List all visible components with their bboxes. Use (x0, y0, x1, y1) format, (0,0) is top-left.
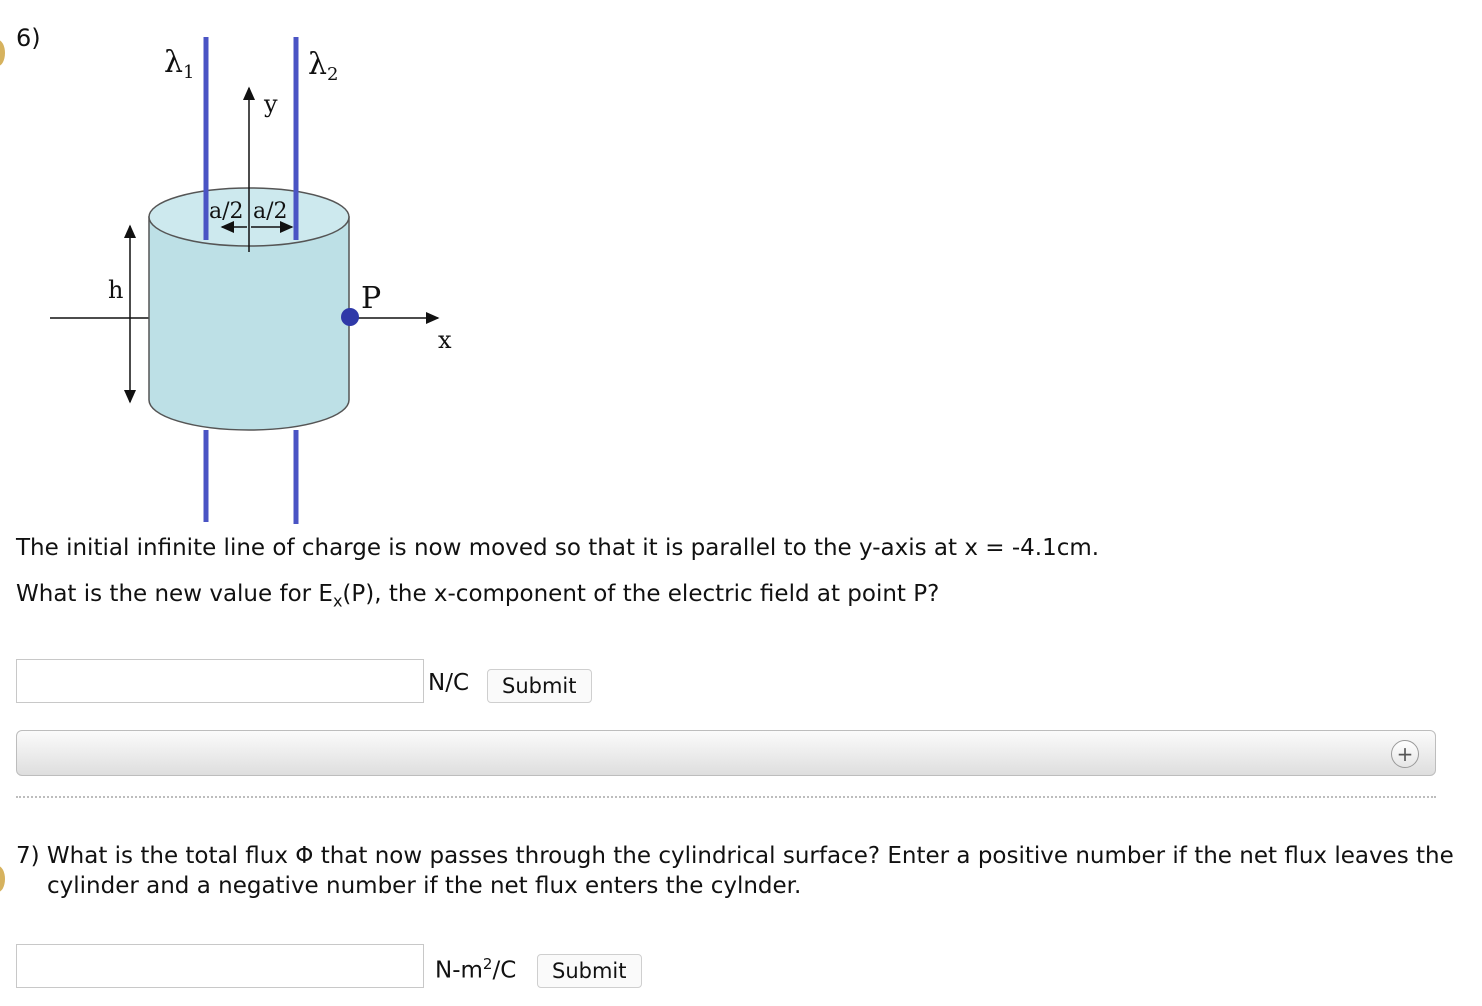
question-6-number: 6) (16, 24, 41, 52)
cylinder-body (148, 216, 350, 431)
half-a-left-label: a/2 (209, 199, 244, 224)
p-label: P (361, 281, 381, 316)
question-marker (0, 40, 5, 66)
h-label: h (108, 276, 123, 304)
y-axis-label: y (263, 90, 278, 118)
submit-button-q7[interactable]: Submit (537, 954, 642, 988)
dotted-separator (16, 796, 1436, 798)
cylinder-diagram: λ1 λ2 y x h P a/2 a/2 (50, 37, 452, 524)
x-axis-label: x (438, 326, 452, 354)
unit-label-q6: N/C (428, 670, 470, 696)
plus-circle-icon[interactable]: + (1391, 740, 1419, 768)
question-7-number: 7) (16, 843, 40, 869)
hint-bar[interactable]: + (16, 730, 1436, 776)
lambda2-label: λ2 (308, 47, 338, 85)
answer-input-q7[interactable] (16, 944, 424, 988)
submit-button-q6[interactable]: Submit (487, 669, 592, 703)
lambda1-label: λ1 (164, 45, 194, 83)
point-p (341, 308, 359, 326)
question-marker (0, 866, 5, 892)
half-a-right-label: a/2 (253, 199, 288, 224)
answer-input-q6[interactable] (16, 659, 424, 703)
unit-label-q7: N-m2/C (435, 955, 517, 984)
question-6-text-line2: What is the new value for Ex(P), the x-c… (16, 581, 940, 611)
question-7-text: 7) What is the total flux Φ that now pas… (16, 843, 1454, 899)
question-6-text-line1: The initial infinite line of charge is n… (16, 535, 1100, 561)
